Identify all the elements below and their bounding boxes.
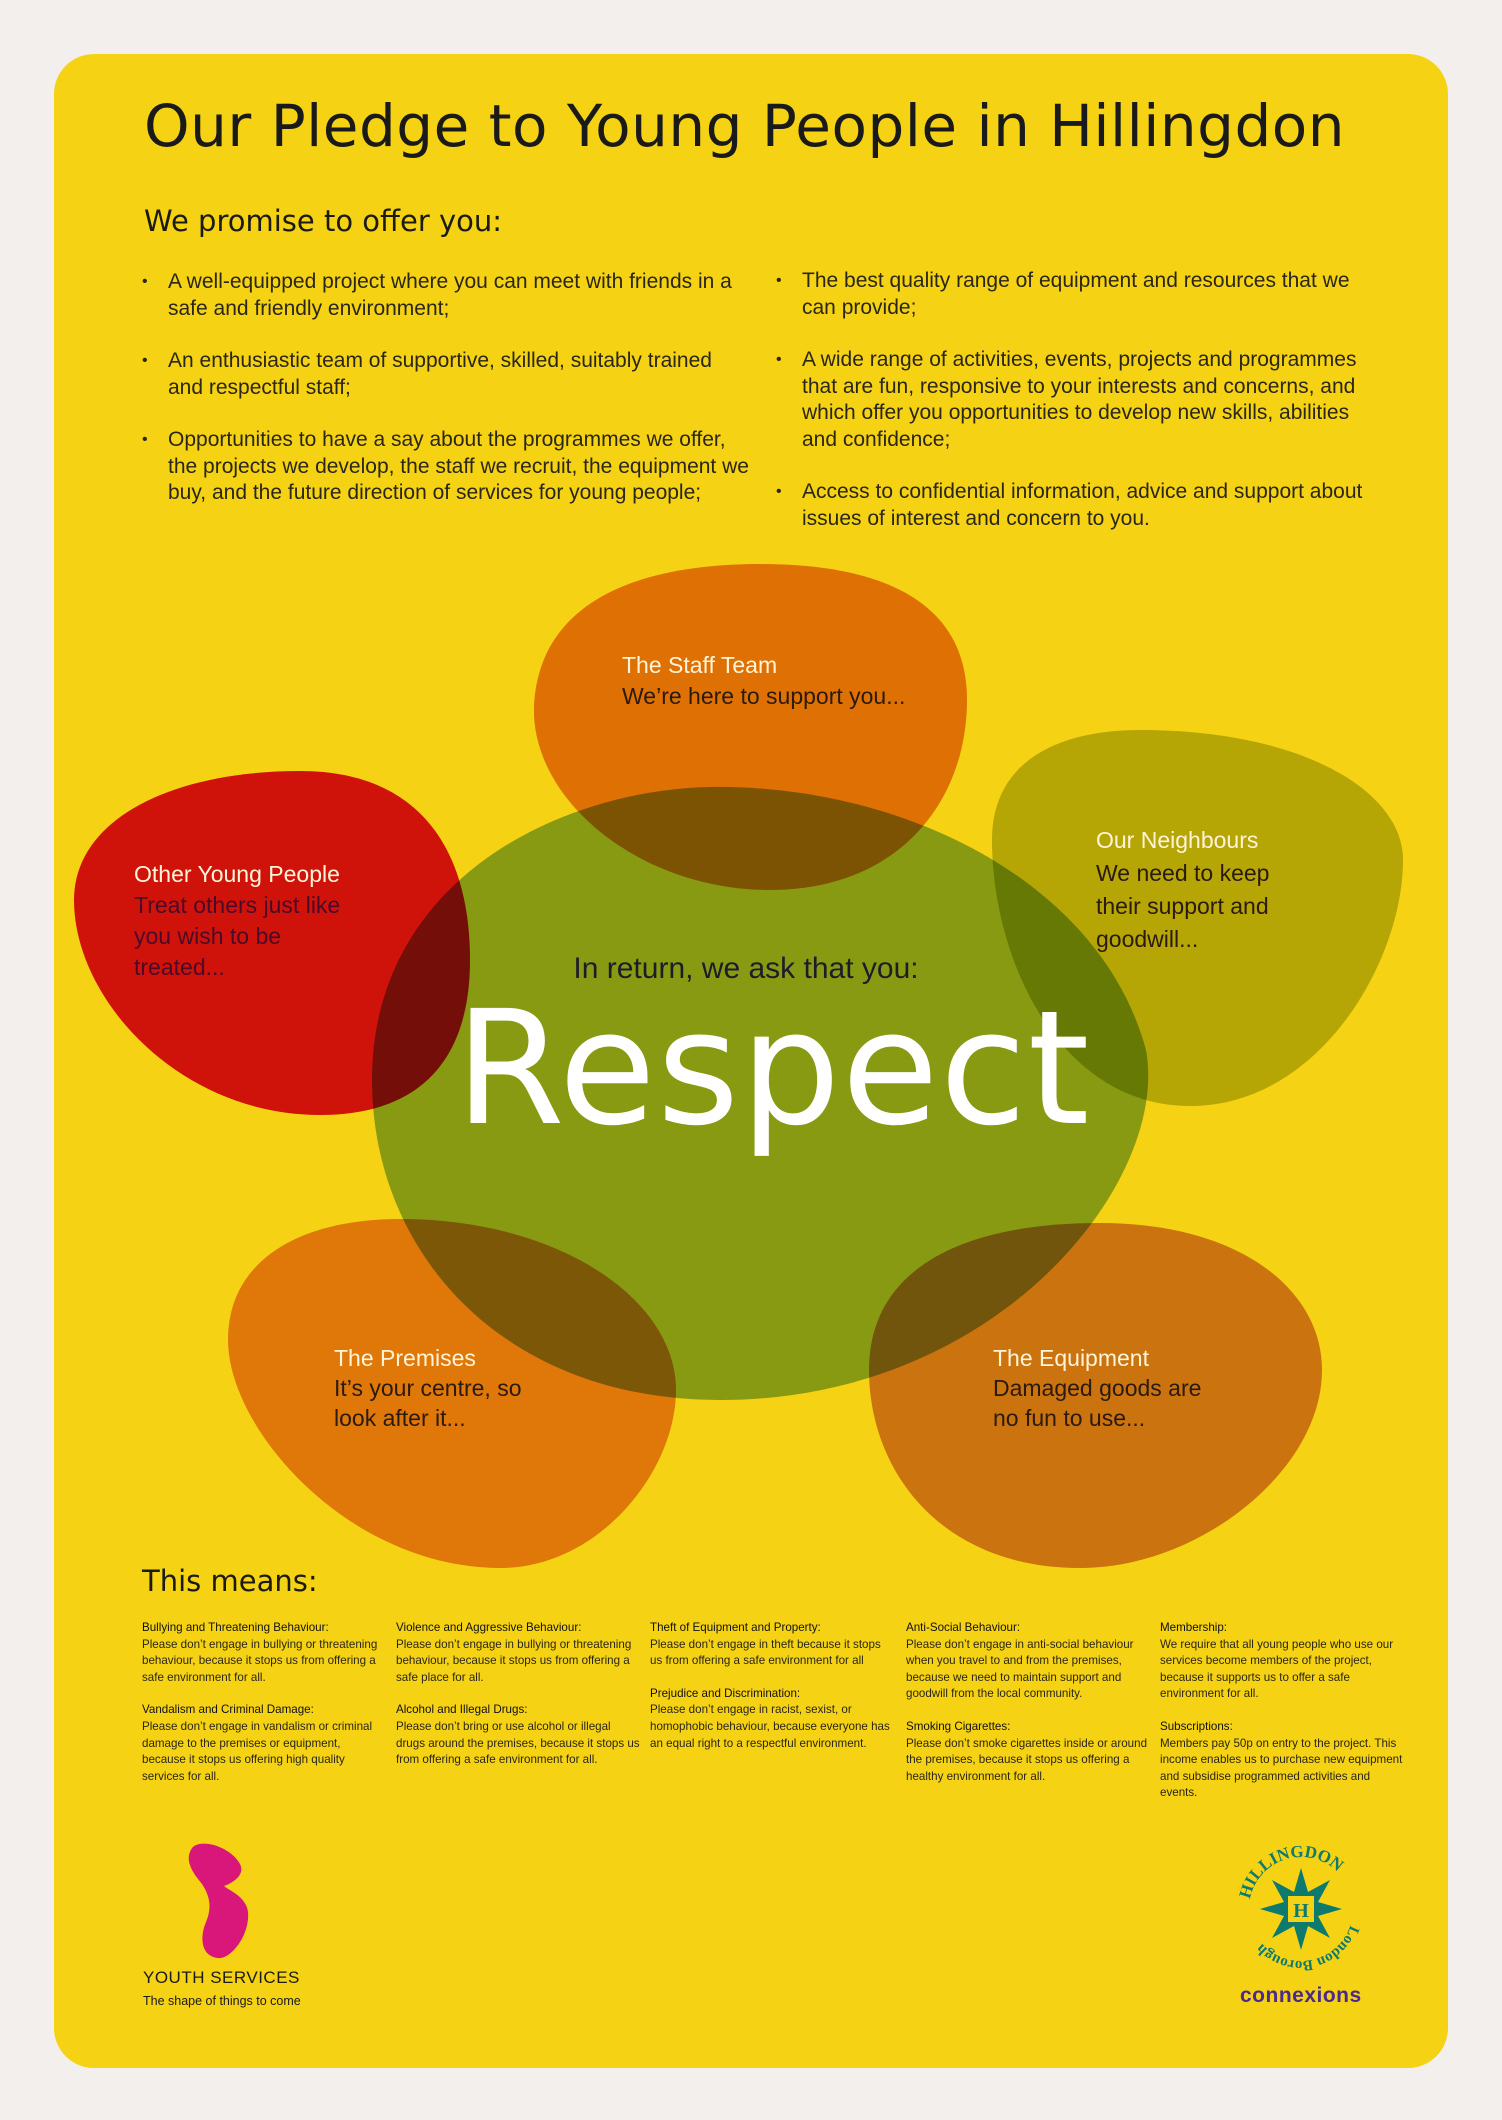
means-item-text: Please don’t engage in bullying or threa… [396,1637,632,1684]
blob-text-staff: The Staff Team We’re here to support you… [622,650,905,712]
means-item-text: Please don’t smoke cigarettes inside or … [906,1736,1148,1783]
blob-equipment [869,1223,1322,1568]
means-item-title: Subscriptions: [1160,1719,1233,1733]
svg-text:London Borough: London Borough [1253,1924,1362,1972]
blob-body: We need to keep their support and goodwi… [1096,860,1270,952]
blob-heading: Our Neighbours [1096,827,1259,853]
means-item-title: Theft of Equipment and Property: [650,1621,821,1634]
promise-item: Opportunities to have a say about the pr… [142,427,752,507]
promises-right-list: The best quality range of equipment and … [776,268,1386,558]
means-item-text: We require that all young people who use… [1160,1637,1394,1701]
means-heading: This means: [142,1564,318,1598]
means-column: Bullying and Threatening Behaviour: Pleas… [142,1620,387,1801]
blob-centre [372,786,1149,1400]
means-item: Smoking Cigarettes: Please don’t smoke ci… [906,1719,1151,1785]
means-item-title: Vandalism and Criminal Damage: [142,1703,314,1717]
blob-text-neighbours: Our Neighbours We need to keep their sup… [1096,824,1316,956]
ask-heading-text: In return, we ask that you: [573,952,919,985]
means-item-text: Please don’t engage in racist, sexist, o… [650,1703,890,1750]
youth-services-tagline: The shape of things to come [143,1994,301,2008]
means-item-title: Violence and Aggressive Behaviour: [396,1621,582,1634]
blob-neighbours [992,730,1403,1106]
blob-body: Damaged goods are no fun to use... [993,1375,1202,1431]
respect-word: Respect [455,977,1091,1161]
page-title: Our Pledge to Young People in Hillingdon [144,92,1346,160]
means-item-text: Please don’t bring or use alcohol or ill… [396,1719,640,1767]
means-item-title: Bullying and Threatening Behaviour: [142,1621,329,1634]
means-item: Vandalism and Criminal Damage: Please don… [142,1702,387,1785]
means-column: Theft of Equipment and Property: Please d… [650,1620,895,1768]
blob-heading: The Premises [334,1345,476,1371]
means-item-text: Members pay 50p on entry to the project.… [1160,1736,1403,1800]
means-item: Subscriptions: Members pay 50p on entry t… [1160,1719,1405,1802]
youth-services-logo-icon [188,1843,249,1959]
blob-heading: Other Young People [134,861,340,887]
means-item-text: Please don’t engage in theft because it … [650,1637,881,1668]
blob-body: It’s your centre, so look after it... [334,1375,522,1431]
means-item: Bullying and Threatening Behaviour: Pleas… [142,1620,387,1686]
means-item-title: Prejudice and Discrimination: [650,1686,801,1700]
means-item-text: Please don’t engage in bullying or threa… [142,1637,378,1684]
blob-staff [533,564,967,890]
promise-item: A wide range of activities, events, proj… [776,347,1386,453]
means-item-title: Membership: [1160,1621,1228,1634]
promise-heading: We promise to offer you: [144,204,503,238]
promise-item: An enthusiastic team of supportive, skil… [142,348,752,401]
blob-text-young-people: Other Young People Treat others just lik… [134,859,364,983]
blob-heading: The Staff Team [622,652,778,678]
promise-item: The best quality range of equipment and … [776,268,1386,321]
promise-item: A well-equipped project where you can me… [142,269,752,322]
means-column: Violence and Aggressive Behaviour: Please… [396,1620,641,1785]
means-column: Membership: We require that all young peo… [1160,1620,1405,1818]
svg-text:H: H [1293,1900,1309,1922]
blob-premises [228,1219,676,1568]
youth-services-name: YOUTH SERVICES [143,1968,300,1987]
means-item-title: Anti-Social Behaviour: [906,1621,1021,1634]
ask-heading: In return, we ask that you: [0,952,1497,986]
means-item-text: Please don’t engage in anti-social behav… [906,1637,1134,1701]
promise-item: Access to confidential information, advi… [776,479,1386,532]
means-column: Anti-Social Behaviour: Please don’t engag… [906,1620,1151,1801]
means-item: Prejudice and Discrimination: Please don’… [650,1686,895,1752]
means-item-text: Please don’t engage in vandalism or crim… [142,1719,373,1783]
means-item: Theft of Equipment and Property: Please d… [650,1620,895,1670]
blob-heading: The Equipment [993,1345,1149,1371]
blob-body: We’re here to support you... [622,683,906,709]
means-item: Violence and Aggressive Behaviour: Please… [396,1620,641,1686]
means-item-title: Alcohol and Illegal Drugs: [396,1703,528,1717]
blob-text-equipment: The Equipment Damaged goods are no fun t… [993,1343,1213,1433]
means-item-title: Smoking Cigarettes: [906,1719,1011,1733]
blob-body: Treat others just like you wish to be tr… [134,892,341,980]
connexions-logo: connexions [1240,1984,1362,2007]
blob-text-premises: The Premises It’s your centre, so look a… [334,1343,534,1433]
blob-young-people [74,771,470,1115]
means-item: Alcohol and Illegal Drugs: Please don’t b… [396,1702,641,1768]
means-item: Anti-Social Behaviour: Please don’t engag… [906,1620,1151,1703]
promises-left-list: A well-equipped project where you can me… [142,269,752,533]
means-item: Membership: We require that all young peo… [1160,1620,1405,1703]
